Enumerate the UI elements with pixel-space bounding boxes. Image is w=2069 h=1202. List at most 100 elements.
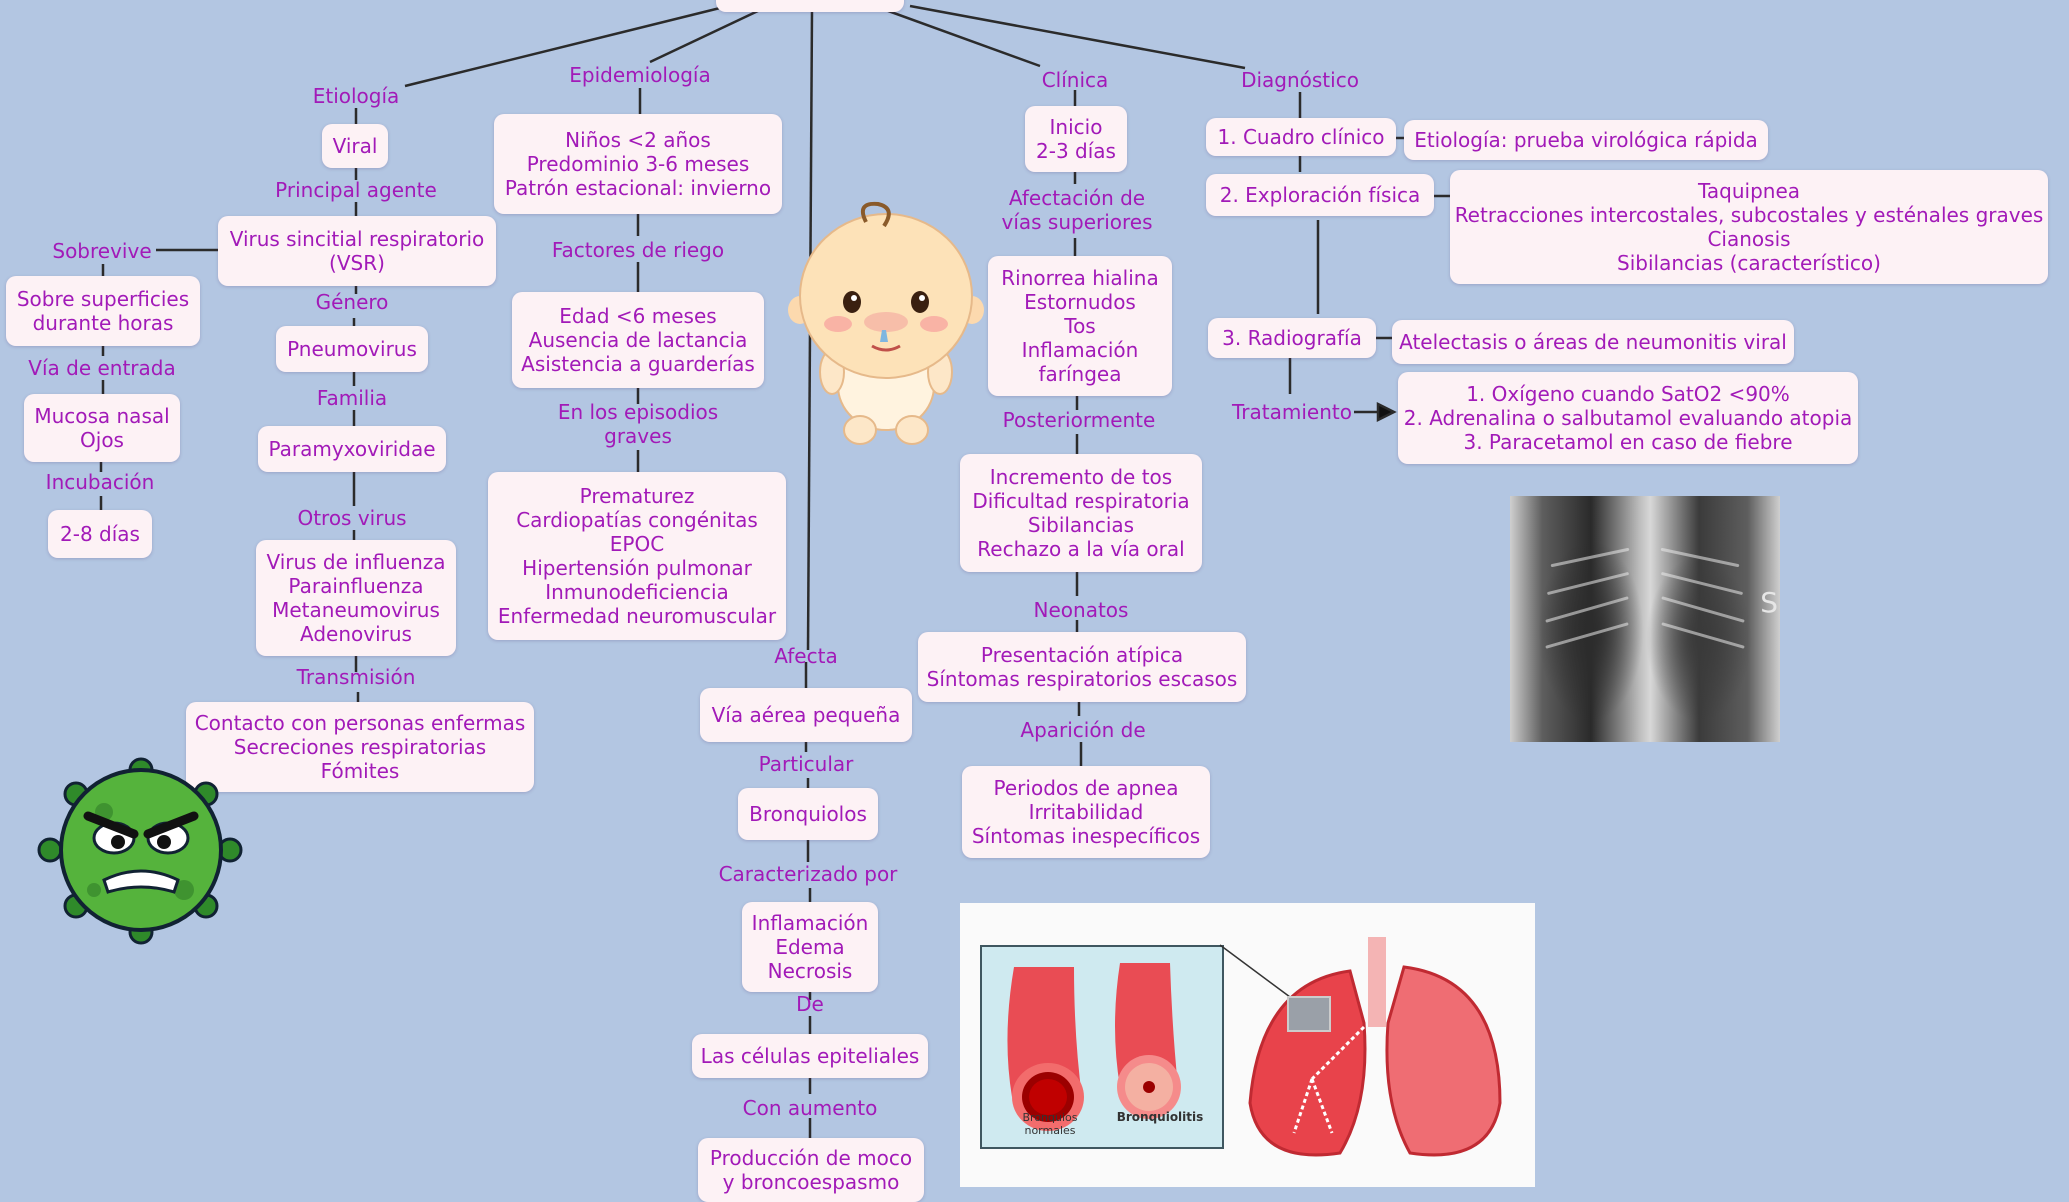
bronchiolitis-illustration: Bronquios normales Bronquiolitis (960, 903, 1535, 1187)
epi-fact: Predominio 3-6 meses (527, 152, 750, 176)
upper-label-line: vías superiores (1001, 210, 1152, 234)
characteristic-item: Edema (775, 935, 844, 959)
transmission-item: Contacto con personas enfermas (195, 711, 526, 735)
family-label: Familia (317, 386, 387, 410)
treatment-item: 1. Oxígeno cuando SatO2 <90% (1466, 382, 1790, 406)
entry-line: Mucosa nasal (34, 404, 169, 428)
risk-item: Ausencia de lactancia (529, 328, 748, 352)
finding-item: Cianosis (1707, 227, 1790, 251)
severe-label-line: graves (558, 424, 718, 448)
finding-item: Sibilancias (característico) (1617, 251, 1881, 275)
upper-label-line: Afectación de (1001, 186, 1152, 210)
genus-label: Género (316, 290, 389, 314)
afecta-heading: Afecta (774, 644, 837, 668)
entry-box: Mucosa nasal Ojos (24, 394, 180, 462)
xray-marker: S (1760, 586, 1778, 619)
agent-box: Virus sincitial respiratorio (VSR) (218, 216, 496, 286)
later-symptom: Sibilancias (1028, 513, 1134, 537)
baby-illustration (786, 192, 986, 448)
severe-label-line: En los episodios (558, 400, 718, 424)
treatment-box: 1. Oxígeno cuando SatO2 <90% 2. Adrenali… (1398, 372, 1858, 464)
upper-airway-label: Afectación de vías superiores (1001, 186, 1152, 234)
incubation-box: 2-8 días (48, 510, 152, 558)
physical-exam-box: 2. Exploración física (1206, 174, 1434, 216)
other-virus-item: Virus de influenza (266, 550, 445, 574)
family-box: Paramyxoviridae (258, 426, 446, 472)
risk-item: Edad <6 meses (559, 304, 716, 328)
appearance-box: Periodos de apnea Irritabilidad Síntomas… (962, 766, 1210, 858)
agent-label: Principal agente (275, 178, 437, 202)
severe-item: Hipertensión pulmonar (522, 556, 752, 580)
upper-symptom: Tos (1064, 314, 1095, 338)
chest-xray-image: S (1510, 496, 1780, 742)
characterized-label: Caracterizado por (719, 862, 898, 886)
characteristics-box: Inflamación Edema Necrosis (742, 902, 878, 992)
survives-line: durante horas (33, 311, 174, 335)
transmission-item: Secreciones respiratorias (234, 735, 486, 759)
onset-line: Inicio (1050, 115, 1103, 139)
transmission-label: Transmisión (297, 665, 416, 689)
mucus-line: y broncoespasmo (723, 1170, 900, 1194)
etiologia-viral-box: Viral (322, 124, 388, 168)
severe-item: Enfermedad neuromuscular (498, 604, 776, 628)
epidemiologia-heading: Epidemiología (569, 63, 710, 87)
risk-item: Asistencia a guarderías (521, 352, 755, 376)
increase-label: Con aumento (743, 1096, 878, 1120)
neonates-label: Neonatos (1034, 598, 1129, 622)
treatment-item: 3. Paracetamol en caso de fiebre (1463, 430, 1792, 454)
severe-box: Prematurez Cardiopatías congénitas EPOC … (488, 472, 786, 640)
survives-label: Sobrevive (52, 239, 151, 263)
appearance-label: Aparición de (1020, 718, 1145, 742)
upper-symptom: Inflamación (1022, 338, 1139, 362)
epi-fact: Patrón estacional: invierno (505, 176, 771, 200)
clinical-picture-box: 1. Cuadro clínico (1206, 118, 1396, 156)
other-viruses-label: Otros virus (297, 506, 406, 530)
appearance-item: Periodos de apnea (994, 776, 1179, 800)
severe-item: EPOC (610, 532, 664, 556)
upper-airway-box: Rinorrea hialina Estornudos Tos Inflamac… (988, 256, 1172, 396)
appearance-item: Síntomas inespecíficos (972, 824, 1200, 848)
upper-symptom: Estornudos (1024, 290, 1136, 314)
characteristic-item: Necrosis (768, 959, 853, 983)
of-label: De (796, 992, 824, 1016)
entry-line: Ojos (80, 428, 124, 452)
later-symptom: Rechazo a la vía oral (977, 537, 1184, 561)
root-box (716, 0, 904, 12)
entry-label: Vía de entrada (28, 356, 175, 380)
virus-illustration (34, 750, 248, 946)
characteristic-item: Inflamación (752, 911, 869, 935)
onset-box: Inicio 2-3 días (1025, 106, 1127, 172)
mucus-box: Producción de moco y broncoespasmo (698, 1138, 924, 1202)
other-viruses-box: Virus de influenza Parainfluenza Metaneu… (256, 540, 456, 656)
later-symptom: Incremento de tos (990, 465, 1172, 489)
neonates-box: Presentación atípica Síntomas respirator… (918, 632, 1246, 702)
severe-label: En los episodios graves (558, 400, 718, 448)
neonates-line: Presentación atípica (981, 643, 1183, 667)
etiologia-heading: Etiología (313, 84, 400, 108)
risk-label: Factores de riego (552, 238, 724, 262)
mucus-line: Producción de moco (710, 1146, 912, 1170)
radiography-findings-box: Atelectasis o áreas de neumonitis viral (1392, 320, 1794, 364)
survives-line: Sobre superficies (17, 287, 189, 311)
risk-box: Edad <6 meses Ausencia de lactancia Asis… (512, 292, 764, 388)
epidemiologia-facts-box: Niños <2 años Predominio 3-6 meses Patró… (494, 114, 782, 214)
finding-item: Taquipnea (1698, 179, 1800, 203)
other-virus-item: Metaneumovirus (272, 598, 440, 622)
radiography-box: 3. Radiografía (1208, 318, 1376, 358)
genus-box: Pneumovirus (276, 326, 428, 372)
transmission-item: Fómites (321, 759, 400, 783)
clinica-heading: Clínica (1042, 68, 1109, 92)
agent-line: Virus sincitial respiratorio (230, 227, 485, 251)
airway-box: Vía aérea pequeña (700, 688, 912, 742)
other-virus-item: Parainfluenza (288, 574, 423, 598)
agent-line: (VSR) (329, 251, 385, 275)
physical-exam-findings-box: Taquipnea Retracciones intercostales, su… (1450, 170, 2048, 284)
finding-item: Retracciones intercostales, subcostales … (1455, 203, 2044, 227)
treatment-item: 2. Adrenalina o salbutamol evaluando ato… (1404, 406, 1853, 430)
later-symptom: Dificultad respiratoria (972, 489, 1189, 513)
epi-fact: Niños <2 años (565, 128, 711, 152)
later-label: Posteriormente (1003, 408, 1156, 432)
severe-item: Prematurez (580, 484, 695, 508)
particular-label: Particular (759, 752, 854, 776)
severe-item: Inmunodeficiencia (545, 580, 729, 604)
